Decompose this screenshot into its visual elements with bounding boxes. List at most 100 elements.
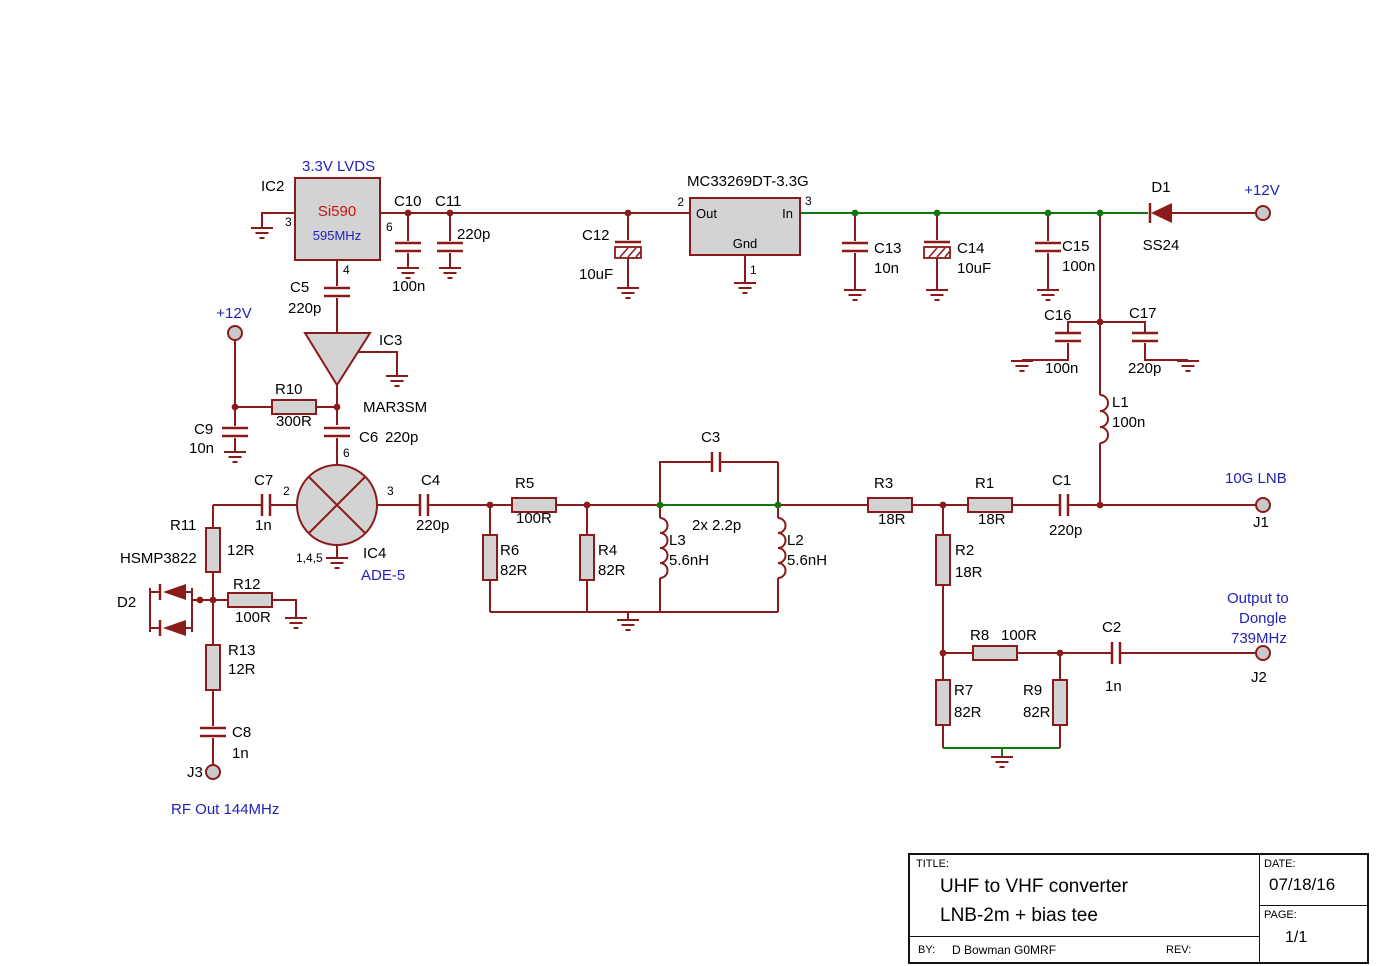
date-value: 07/18/16 bbox=[1269, 875, 1336, 894]
label-L1-ref: L1 bbox=[1112, 394, 1129, 411]
label-C5-val: 220p bbox=[288, 300, 321, 317]
label-R8-ref: R8 bbox=[970, 627, 989, 644]
label-C5-ref: C5 bbox=[290, 279, 309, 296]
ground-icon bbox=[223, 451, 247, 463]
net-label-dongle-2: Dongle bbox=[1239, 610, 1287, 627]
label-IC2-freq: 595MHz bbox=[313, 228, 361, 243]
label-D2-ref: D2 bbox=[117, 594, 136, 611]
pin-ic2-4: 4 bbox=[343, 263, 350, 277]
label-IC2-ref: IC2 bbox=[261, 178, 284, 195]
label-C9-ref: C9 bbox=[194, 421, 213, 438]
label-R3-val: 18R bbox=[878, 511, 906, 528]
diode-D1 bbox=[1148, 203, 1172, 223]
label-regulator-in: In bbox=[782, 206, 793, 221]
wires-red bbox=[149, 212, 1256, 765]
label-C1-val: 220p bbox=[1049, 522, 1082, 539]
ground-icon bbox=[925, 289, 949, 301]
label-L1-val: 100n bbox=[1112, 414, 1145, 431]
net-label-lvds: 3.3V LVDS bbox=[302, 158, 375, 175]
label-C2-val: 1n bbox=[1105, 678, 1122, 695]
label-L2-ref: L2 bbox=[787, 532, 804, 549]
terminal-j3 bbox=[205, 764, 221, 780]
title-label: TITLE: bbox=[916, 858, 950, 870]
label-R8-val: 100R bbox=[1001, 627, 1037, 644]
date-label: DATE: bbox=[1264, 858, 1296, 870]
terminal-12v-left bbox=[227, 325, 243, 341]
label-C14-val: 10uF bbox=[957, 260, 991, 277]
label-C16-val: 100n bbox=[1045, 360, 1078, 377]
net-label-12v-top: +12V bbox=[1244, 182, 1279, 199]
author-name: D Bowman G0MRF bbox=[952, 943, 1057, 957]
inductors bbox=[659, 394, 1109, 579]
label-C13-val: 10n bbox=[874, 260, 899, 277]
title-block-left: TITLE: UHF to VHF converter LNB-2m + bia… bbox=[910, 855, 1260, 962]
label-R7-val: 82R bbox=[954, 704, 982, 721]
ground-icon bbox=[1010, 360, 1034, 372]
label-C8-val: 1n bbox=[232, 745, 249, 762]
resistor-R1-body bbox=[967, 497, 1013, 513]
ground-icon bbox=[325, 557, 349, 569]
pin-ic2-3: 3 bbox=[285, 215, 292, 229]
label-C2-ref: C2 bbox=[1102, 619, 1121, 636]
label-J3-ref: J3 bbox=[187, 764, 203, 781]
label-regulator-gnd: Gnd bbox=[733, 236, 758, 251]
label-C11-ref: C11 bbox=[435, 193, 461, 210]
label-R6-ref: R6 bbox=[500, 542, 519, 559]
label-C15-ref: C15 bbox=[1062, 238, 1090, 255]
ground-icon bbox=[385, 375, 409, 387]
pin-ic2-6: 6 bbox=[386, 220, 393, 234]
label-C8-ref: C8 bbox=[232, 724, 251, 741]
resistor-R3-body bbox=[867, 497, 913, 513]
schematic-title-line1: UHF to VHF converter bbox=[940, 876, 1128, 897]
resistor-R12-body bbox=[227, 592, 273, 608]
label-R7-ref: R7 bbox=[954, 682, 973, 699]
ground-icon bbox=[616, 619, 640, 631]
resistor-R11-body bbox=[205, 527, 221, 573]
regulator-box bbox=[689, 197, 801, 256]
inductor-L2-coil bbox=[777, 517, 787, 579]
label-R3-ref: R3 bbox=[874, 475, 893, 492]
ic3-amplifier-triangle bbox=[303, 332, 372, 387]
electrolytic-cap-C14 bbox=[923, 246, 951, 259]
label-R12-ref: R12 bbox=[233, 576, 261, 593]
resistor-R10-body bbox=[271, 399, 317, 415]
label-C10-ref: C10 bbox=[394, 193, 422, 210]
label-C12-val: 10uF bbox=[579, 266, 613, 283]
resistors bbox=[205, 399, 1068, 726]
label-C6-val: 220p bbox=[385, 429, 418, 446]
label-L3-val: 5.6nH bbox=[669, 552, 709, 569]
label-R2-val: 18R bbox=[955, 564, 983, 581]
resistor-R4-body bbox=[579, 534, 595, 581]
label-L2-val: 5.6nH bbox=[787, 552, 827, 569]
pin-ic4-145: 1,4,5 bbox=[296, 551, 323, 565]
ground-icon bbox=[733, 282, 757, 294]
label-C6-ref: C6 bbox=[359, 429, 378, 446]
label-D2-part: HSMP3822 bbox=[120, 550, 197, 567]
label-R10-ref: R10 bbox=[275, 381, 303, 398]
ic4-mixer-symbol bbox=[296, 464, 378, 546]
ground-icon bbox=[396, 267, 420, 279]
terminal-j2 bbox=[1255, 645, 1271, 661]
title-block-divider bbox=[910, 936, 1259, 937]
label-R11-ref: R11 bbox=[170, 517, 196, 534]
label-C4-val: 220p bbox=[416, 517, 449, 534]
pin-ic4-2: 2 bbox=[283, 484, 290, 498]
label-R12-val: 100R bbox=[235, 609, 271, 626]
label-R11-val: 12R bbox=[227, 542, 255, 559]
label-C1-ref: C1 bbox=[1052, 472, 1071, 489]
inductor-L1-coil bbox=[1099, 394, 1109, 444]
label-R6-val: 82R bbox=[500, 562, 528, 579]
electrolytic-cap-C12 bbox=[614, 246, 642, 259]
label-C13-ref: C13 bbox=[874, 240, 902, 257]
capacitor-plates bbox=[200, 240, 1158, 738]
terminal-12v-top bbox=[1255, 205, 1271, 221]
page-label: PAGE: bbox=[1264, 909, 1297, 921]
label-regulator-out: Out bbox=[696, 206, 717, 221]
label-R5-val: 100R bbox=[516, 510, 552, 527]
title-block-right: DATE: 07/18/16 PAGE: 1/1 bbox=[1259, 855, 1367, 962]
net-label-rfout: RF Out 144MHz bbox=[171, 801, 279, 818]
label-D1-part: SS24 bbox=[1143, 237, 1180, 254]
label-R13-val: 12R bbox=[228, 661, 256, 678]
label-R13-ref: R13 bbox=[228, 642, 256, 659]
